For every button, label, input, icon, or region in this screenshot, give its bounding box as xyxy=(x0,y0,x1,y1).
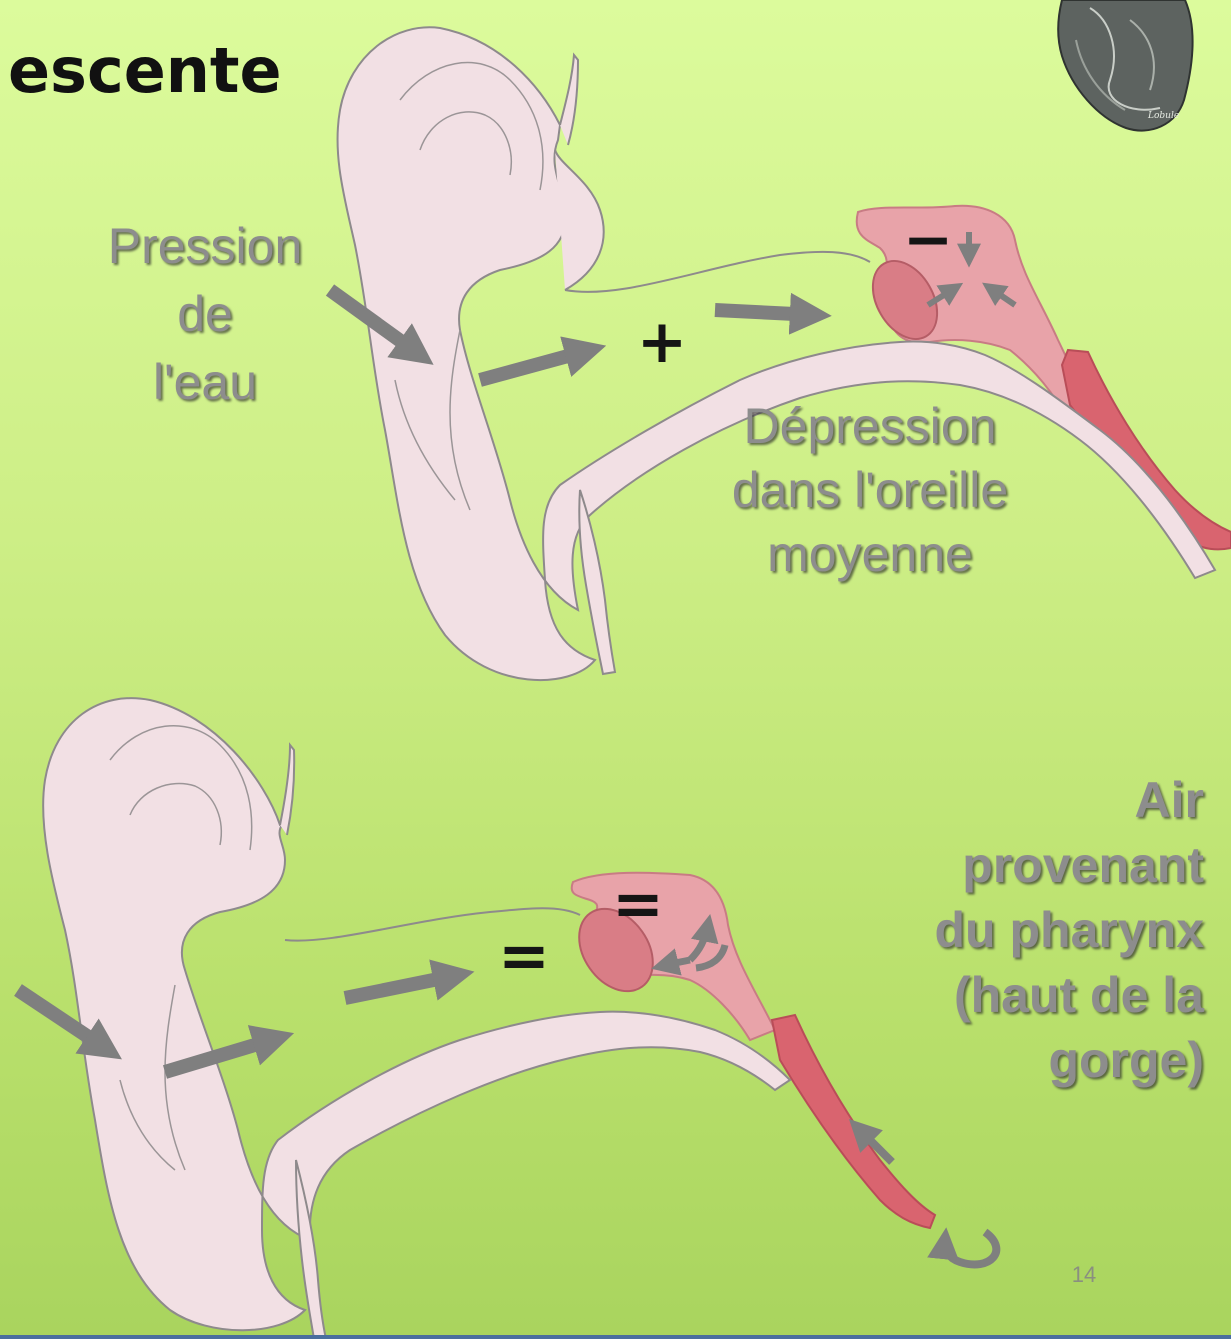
canal-arrow-2 xyxy=(715,310,815,315)
canal-arrow-1 xyxy=(480,350,590,380)
plus-symbol: + xyxy=(637,307,687,377)
minus-symbol: − xyxy=(903,205,953,275)
label-depression: Dépression dans l'oreille moyenne xyxy=(680,394,1060,586)
equal-symbol-canal: = xyxy=(498,919,550,992)
label-air-text: Air provenant du pharynx (haut de la gor… xyxy=(935,772,1204,1088)
bottom-border xyxy=(0,1335,1231,1339)
label-depression-text: Dépression dans l'oreille moyenne xyxy=(732,398,1008,582)
page-number: 14 xyxy=(1064,1262,1104,1288)
outer-ear-bottom xyxy=(43,698,790,1330)
thumbnail-ear-image: Lobule xyxy=(1058,0,1192,131)
label-water-pressure-text: Pression de l'eau xyxy=(108,218,303,410)
bottom-ear xyxy=(43,698,935,1339)
label-air-from-pharynx: Air provenant du pharynx (haut de la gor… xyxy=(820,768,1204,1093)
eustachian-tube-top xyxy=(1062,350,1231,549)
label-water-pressure: Pression de l'eau xyxy=(60,212,350,416)
equal-symbol-middle-ear: = xyxy=(612,867,664,940)
svg-text:Lobule: Lobule xyxy=(1147,111,1179,121)
canal-arrow-4 xyxy=(345,975,458,998)
air-entry-curl-arrow xyxy=(945,1232,996,1265)
